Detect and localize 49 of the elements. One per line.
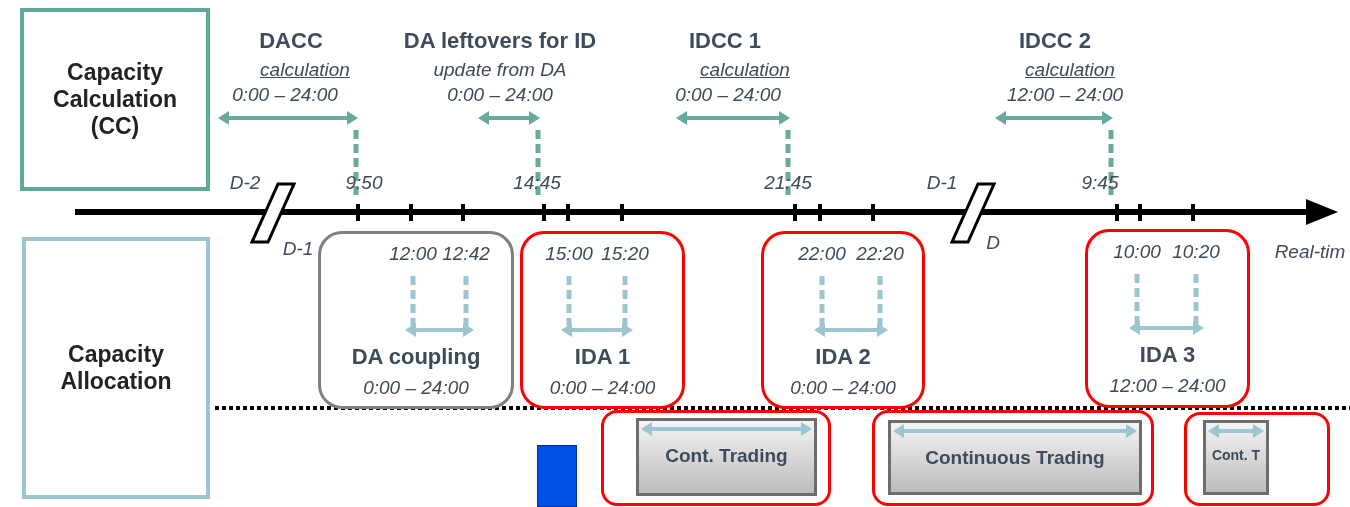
bar-label: Cont. Trading: [665, 445, 788, 467]
auction-box: [761, 231, 925, 409]
heading: DA leftovers for ID: [403, 28, 597, 54]
time-label: 9:50: [345, 172, 383, 194]
time-range: 0:00 – 24:00: [790, 377, 896, 399]
auction-name: DA coupling: [351, 344, 481, 370]
time-label: 0:00 – 24:00: [447, 84, 553, 106]
time-label: 12:42: [442, 243, 490, 265]
auction-box: [318, 231, 514, 409]
section-label-box: Capacity Calculation (CC): [20, 8, 210, 191]
time-label: 9:45: [1081, 172, 1119, 194]
auction-name: IDA 1: [574, 344, 631, 370]
bar-label: Continuous Trading: [925, 447, 1105, 469]
heading: IDCC 2: [1018, 28, 1092, 54]
time-label: update from DA: [433, 59, 567, 81]
time-label: 22:00: [798, 243, 846, 265]
time-label: D: [986, 232, 1000, 254]
time-label: Real-tim: [1274, 241, 1346, 263]
auction-name: IDA 2: [815, 344, 871, 370]
auction-name: IDA 3: [1139, 342, 1196, 368]
time-label: 15:20: [601, 243, 649, 265]
time-range: 12:00 – 24:00: [1109, 375, 1226, 397]
caption-text: calculation: [260, 59, 350, 81]
time-range: 0:00 – 24:00: [549, 377, 656, 399]
trading-bar: [1203, 420, 1269, 495]
time-label: D-1: [926, 172, 958, 194]
time-label: 0:00 – 24:00: [675, 84, 781, 106]
time-label: 12:00 – 24:00: [1006, 84, 1124, 106]
trading-bar: [636, 418, 817, 496]
time-label: 10:20: [1172, 241, 1220, 263]
auction-box: [1085, 229, 1250, 408]
time-label: 0:00 – 24:00: [232, 84, 338, 106]
heading: IDCC 1: [688, 28, 762, 54]
caption-text: calculation: [1025, 59, 1115, 81]
trading-bar: [888, 420, 1142, 495]
bar-label: Cont. T: [1211, 447, 1261, 463]
time-label: 14:45: [513, 172, 561, 194]
caption-text: calculation: [700, 59, 790, 81]
section-label-box: Capacity Allocation: [22, 237, 210, 499]
time-label: 22:20: [856, 243, 904, 265]
time-label: 12:00: [389, 243, 437, 265]
auction-box: [520, 231, 685, 409]
time-label: 15:00: [545, 243, 593, 265]
time-label: D-2: [229, 172, 261, 194]
time-label: D-1: [282, 238, 314, 260]
time-label: 21:45: [764, 172, 812, 194]
time-range: 0:00 – 24:00: [363, 377, 469, 399]
heading: DACC: [259, 28, 323, 54]
time-label: 10:00: [1113, 241, 1161, 263]
